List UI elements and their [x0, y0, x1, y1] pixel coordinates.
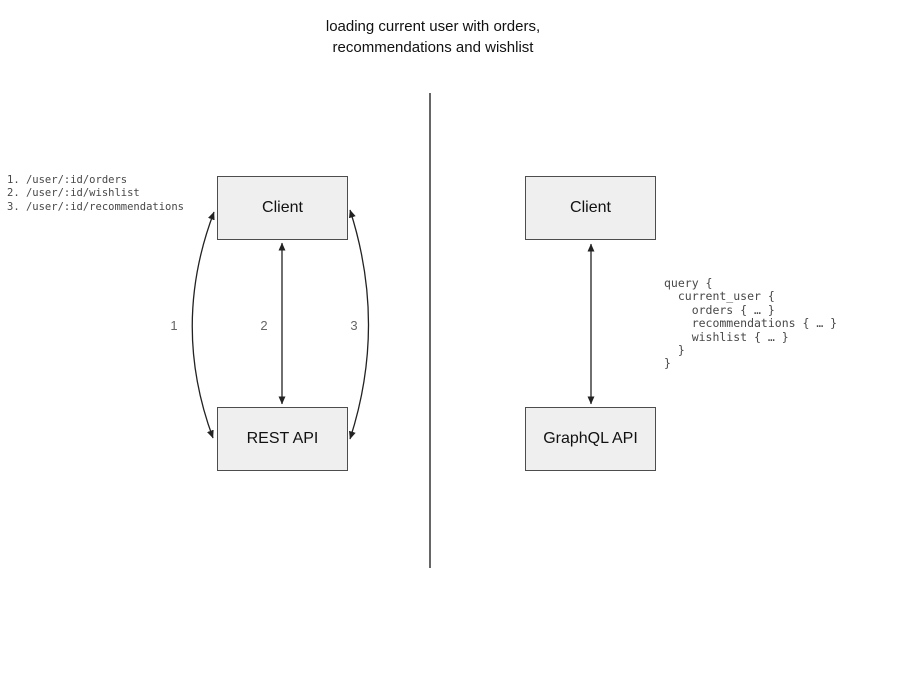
- rest-api-label: REST API: [246, 430, 319, 447]
- arrow-label-2: 2: [260, 318, 268, 333]
- graphql-api-label: GraphQL API: [543, 430, 638, 447]
- diagram-title: loading current user with orders, recomm…: [325, 18, 541, 56]
- arrow-label-1: 1: [170, 318, 178, 333]
- rest-api-box: REST API: [217, 407, 348, 471]
- arrow-label-3: 3: [350, 318, 358, 333]
- graphql-api-box: GraphQL API: [525, 407, 656, 471]
- right-client-box: Client: [525, 176, 656, 240]
- divider-line: [429, 93, 431, 568]
- rest-arrow-1-curve: [191, 211, 215, 439]
- rest-endpoints-list: 1. /user/:id/orders 2. /user/:id/wishlis…: [7, 174, 185, 213]
- graphql-query-code: query { current_user { orders { … } reco…: [664, 276, 838, 371]
- left-client-box: Client: [217, 176, 348, 240]
- left-client-label: Client: [262, 199, 303, 216]
- right-client-label: Client: [570, 199, 611, 216]
